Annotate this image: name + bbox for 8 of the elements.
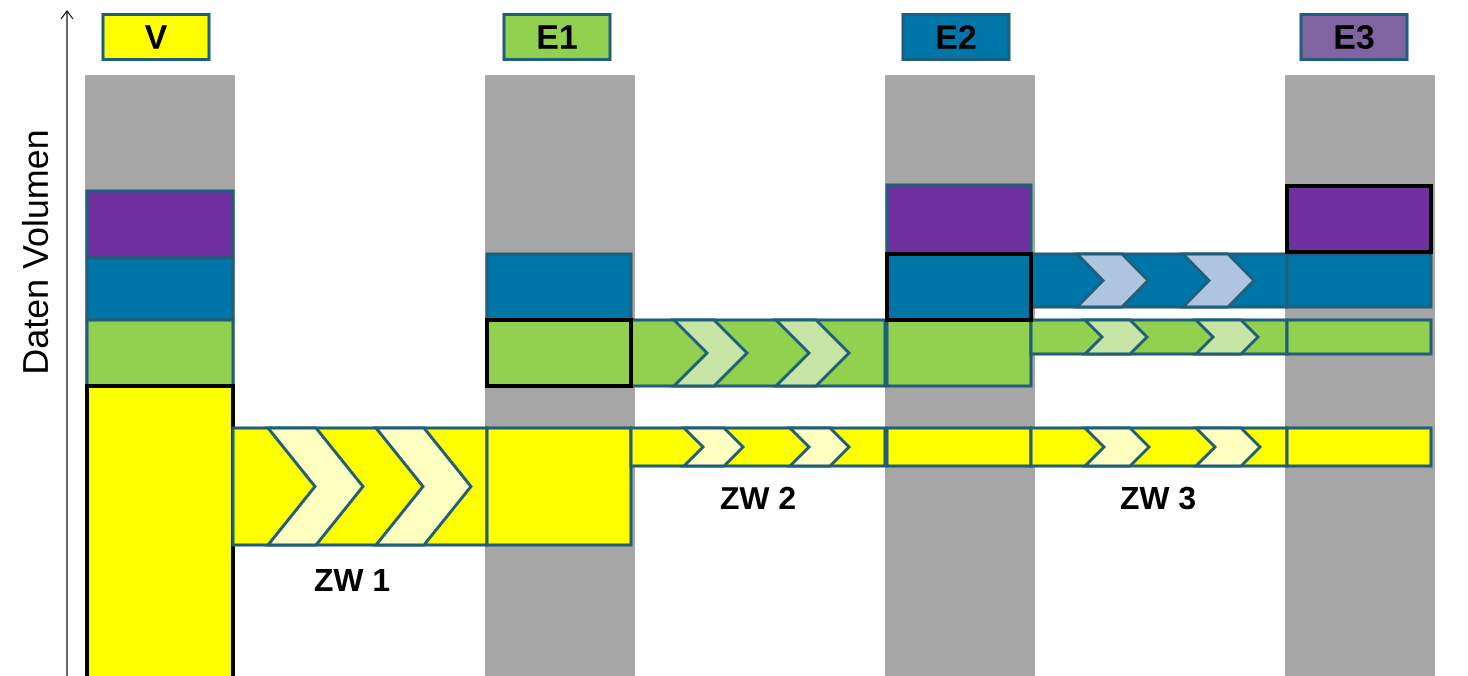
header-box: E1 (502, 13, 612, 61)
interval-label: ZW 1 (314, 569, 390, 591)
interval-label: ZW 2 (720, 486, 795, 510)
header-box: E2 (901, 13, 1011, 61)
axis-label: Daten Volumen (21, 131, 49, 372)
interval-label: ZW 3 (1120, 486, 1195, 510)
header-box: V (101, 13, 211, 61)
header-box: E3 (1299, 13, 1409, 61)
